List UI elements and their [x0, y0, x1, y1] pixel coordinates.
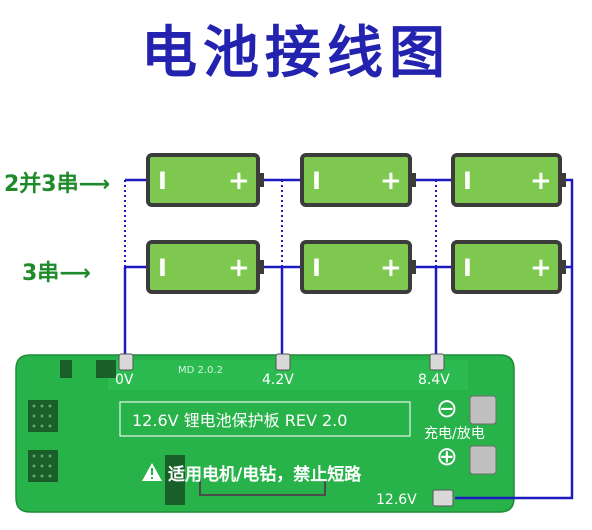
battery-cell: I +	[451, 240, 566, 294]
minus-icon: ⊖	[436, 394, 458, 424]
battery-positive: +	[380, 166, 402, 196]
battery-grid: I + I + I + I + I +	[146, 153, 566, 294]
board-name: 12.6V 锂电池保护板 REV 2.0	[132, 411, 347, 430]
port-label: 充电/放电	[424, 426, 485, 442]
battery-positive: +	[228, 166, 250, 196]
battery-cell: I +	[300, 240, 416, 294]
arrow-right-icon: ⟶	[59, 261, 91, 286]
arrow-right-icon: ⟶	[78, 172, 111, 197]
battery-cell: I +	[146, 240, 264, 294]
warning-text: 适用电机/电钻，禁止短路	[168, 464, 362, 485]
battery-positive: +	[530, 166, 552, 196]
terminals: 0V 4.2V 8.4V 12.6V	[115, 353, 454, 508]
battery-negative: I	[158, 167, 167, 195]
plus-icon: ⊕	[436, 442, 458, 472]
protection-board: MD 2.0.2 12.6V 锂电池保护板 REV 2.0 适用电机/电钻，禁止…	[15, 354, 515, 513]
battery-cell: I +	[300, 153, 416, 207]
battery-negative: I	[312, 254, 321, 282]
silkscreen-text: MD 2.0.2	[178, 365, 223, 376]
row-label-series: 3串⟶	[22, 255, 91, 287]
row-label-text: 2并3串	[4, 172, 79, 197]
row-label-parallel: 2并3串⟶	[4, 166, 110, 198]
terminal-label: 0V	[115, 372, 134, 388]
port-pad-top	[469, 395, 497, 425]
battery-negative: I	[463, 167, 472, 195]
port-pad-bottom	[469, 445, 497, 475]
row-label-text: 3串	[22, 261, 60, 286]
terminal-label: 12.6V	[376, 492, 417, 508]
battery-negative: I	[463, 254, 472, 282]
battery-negative: I	[312, 167, 321, 195]
battery-cell: I +	[451, 153, 566, 207]
battery-negative: I	[158, 254, 167, 282]
terminal-label: 4.2V	[262, 372, 294, 388]
battery-positive: +	[380, 253, 402, 283]
battery-positive: +	[530, 253, 552, 283]
warning-triangle-icon	[142, 463, 162, 481]
battery-cell: I +	[146, 153, 264, 207]
page-title: 电池接线图	[141, 20, 451, 86]
battery-positive: +	[228, 253, 250, 283]
terminal-label: 8.4V	[418, 372, 450, 388]
